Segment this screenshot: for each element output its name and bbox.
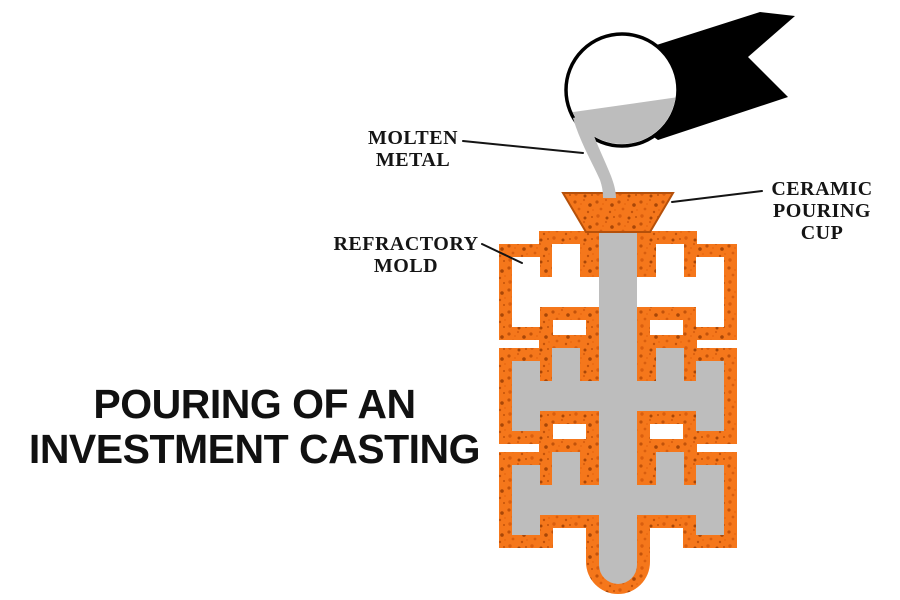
- refractory-mold-label-line2: MOLD: [373, 255, 439, 277]
- refractory-mold-label: REFRACTORY MOLD: [330, 233, 482, 277]
- ceramic-cup-label: CERAMIC POURING CUP: [762, 178, 882, 244]
- molten-metal-label: MOLTEN METAL: [348, 127, 478, 171]
- molten-metal-label-line2: METAL: [375, 149, 451, 171]
- diagram-title: POURING OF AN INVESTMENT CASTING: [2, 382, 507, 472]
- leader-lines: [462, 140, 763, 264]
- mold-cavity-segment: [512, 257, 540, 327]
- diagram-title-line1: POURING OF AN: [93, 381, 416, 427]
- mold-cavity-segment: [512, 465, 540, 535]
- mold-cavity-segment: [552, 348, 580, 391]
- mold-cavity-segment: [696, 361, 724, 431]
- leader-line-refractory-mold: [481, 243, 523, 264]
- molten-metal-label-line1: MOLTEN: [367, 127, 459, 149]
- ceramic-pouring-cup-shape: [561, 192, 675, 233]
- mold-cavity-segment: [656, 244, 684, 287]
- mold-cavity-segment: [696, 465, 724, 535]
- refractory-mold-label-line1: REFRACTORY: [333, 233, 479, 255]
- mold-cavity-segment: [552, 244, 580, 287]
- mold-cavity-segment: [552, 452, 580, 495]
- ceramic-cup-label-line2: POURING: [773, 200, 871, 222]
- ceramic-cup-label-line3: CUP: [800, 222, 844, 244]
- mold-cavity-segment: [696, 257, 724, 327]
- leader-line-molten-metal: [462, 140, 584, 154]
- diagram-title-line2: INVESTMENT CASTING: [28, 426, 481, 472]
- ceramic-cup-label-line1: CERAMIC: [771, 178, 873, 200]
- mold-cavity-segment: [656, 452, 684, 495]
- pour-stream: [573, 114, 616, 198]
- sprue-channel: [599, 222, 637, 584]
- leader-line-ceramic-cup: [671, 190, 763, 203]
- mold-cavity-filled: [512, 222, 724, 584]
- mold-cavity-segment: [512, 361, 540, 431]
- mold-cavity-segment: [656, 348, 684, 391]
